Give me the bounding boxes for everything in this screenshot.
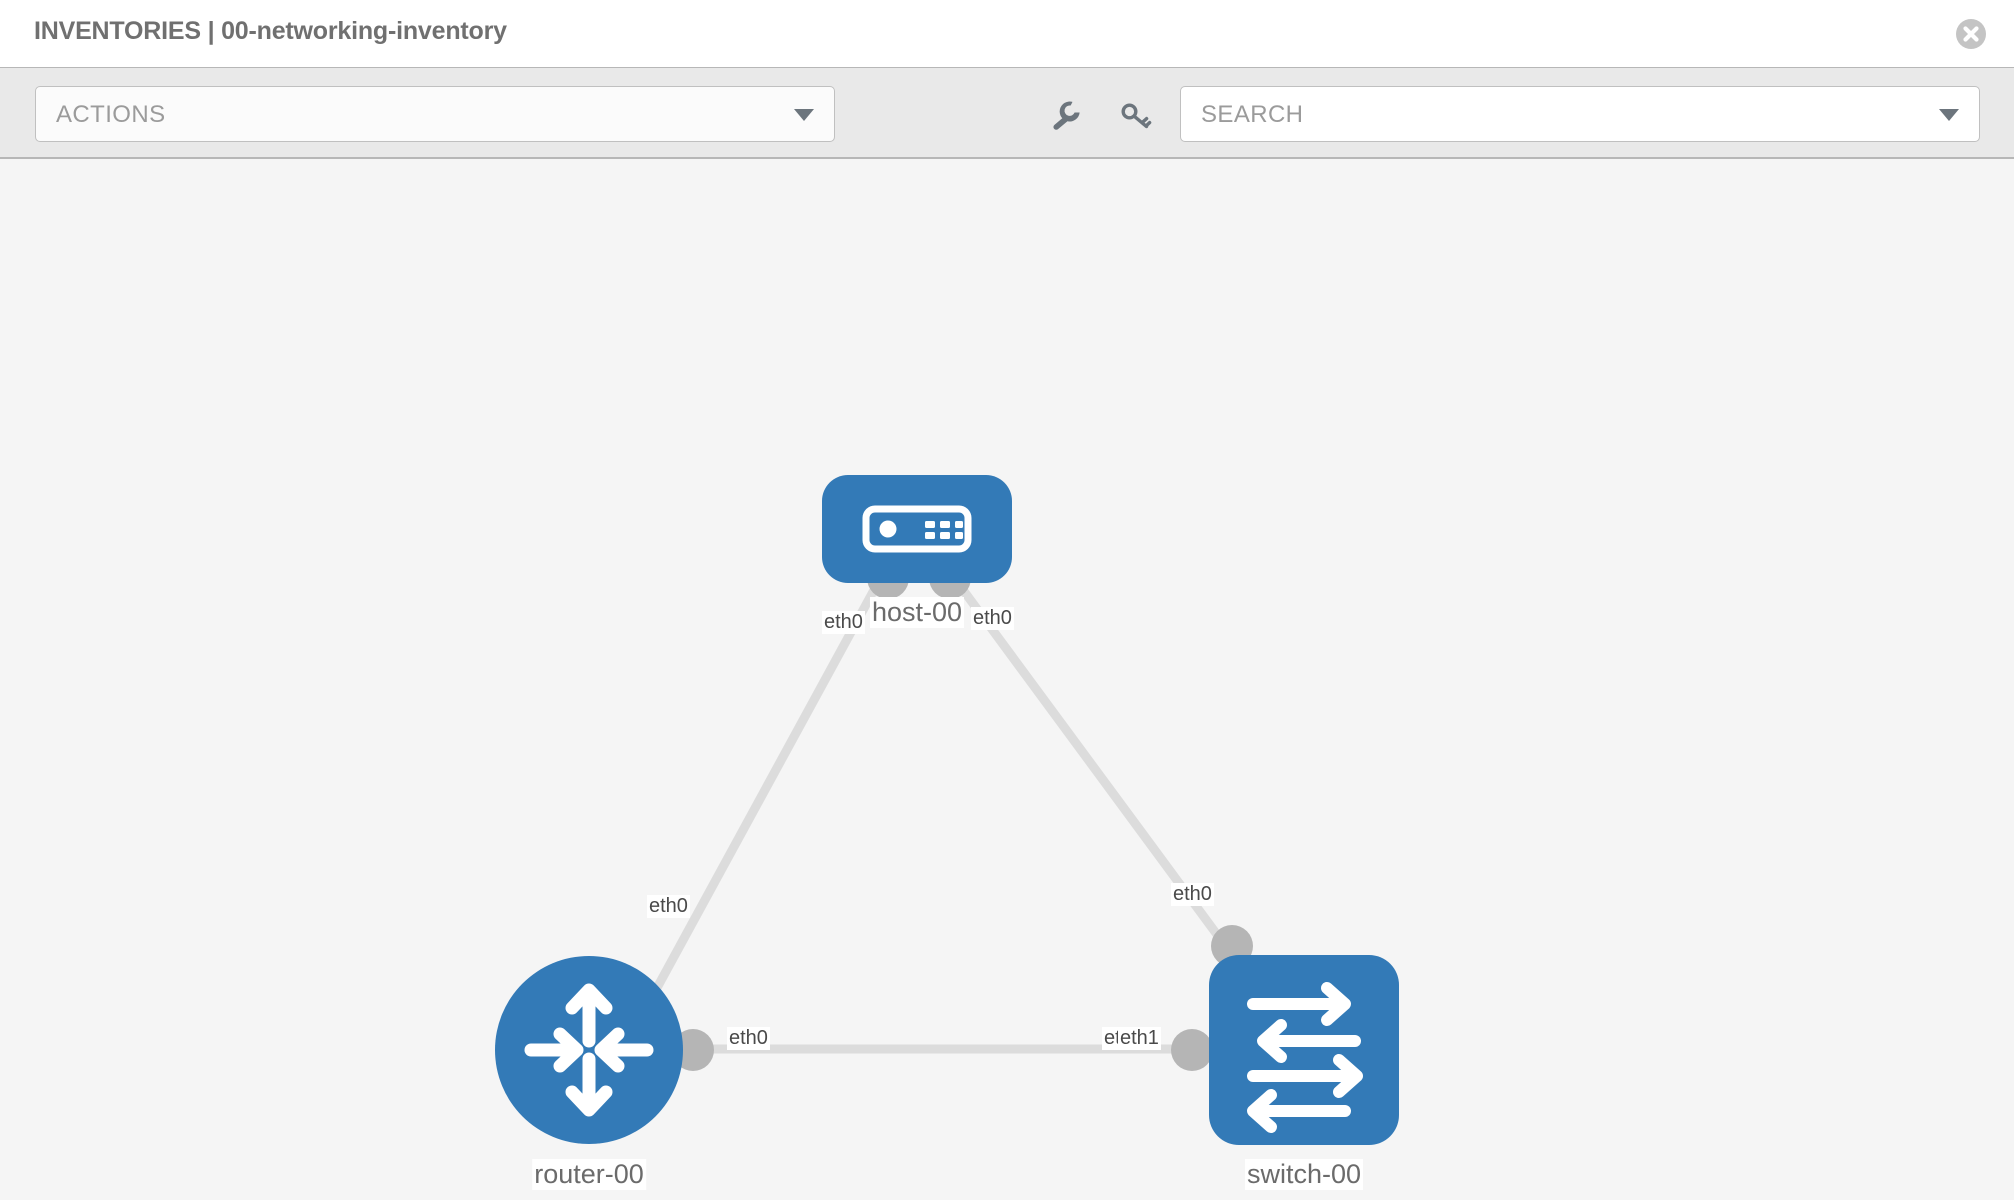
search-placeholder: SEARCH	[1201, 101, 1304, 128]
page-header: INVENTORIES | 00-networking-inventory	[0, 0, 2014, 68]
node-router-00[interactable]	[495, 956, 683, 1144]
actions-dropdown[interactable]: ACTIONS	[35, 86, 835, 142]
server-icon-dots	[925, 521, 963, 539]
topology-graph[interactable]	[0, 159, 2014, 1200]
edge-host00-router00	[636, 576, 884, 1022]
key-icon[interactable]	[1116, 96, 1156, 136]
node-label-router-00: router-00	[532, 1159, 646, 1190]
interface-label: eth0	[727, 1027, 770, 1050]
interface-label: eth0	[647, 895, 690, 918]
nub-router00-right	[672, 1029, 714, 1071]
node-host-00[interactable]	[822, 475, 1012, 583]
server-icon	[862, 505, 972, 553]
router-arrows-icon	[524, 983, 654, 1117]
node-switch-00[interactable]	[1209, 955, 1399, 1145]
wrench-icon[interactable]	[1046, 96, 1086, 136]
node-label-switch-00: switch-00	[1244, 1159, 1364, 1190]
interface-label: eth0	[822, 611, 865, 634]
page-title: INVENTORIES | 00-networking-inventory	[34, 17, 507, 45]
interface-label: eth1	[1118, 1027, 1161, 1050]
topology-connector-nubs	[672, 557, 1253, 1071]
chevron-down-icon[interactable]	[1939, 109, 1959, 121]
search-input[interactable]: SEARCH	[1180, 86, 1980, 142]
actions-dropdown-label: ACTIONS	[56, 101, 166, 128]
toolbar: ACTIONS SEARCH	[0, 68, 2014, 159]
interface-label: eth0	[1171, 883, 1214, 906]
topology-edges	[636, 576, 1239, 1054]
topology-canvas[interactable]: host-00 router-00 switch-00 eth0 eth0 et…	[0, 159, 2014, 1200]
nub-switch00-left	[1171, 1029, 1213, 1071]
node-label-host-00: host-00	[869, 597, 965, 628]
switch-arrows-icon	[1247, 982, 1363, 1133]
interface-label: eth0	[971, 607, 1014, 630]
close-circle-icon[interactable]	[1955, 18, 1987, 50]
chevron-down-icon	[794, 109, 814, 121]
